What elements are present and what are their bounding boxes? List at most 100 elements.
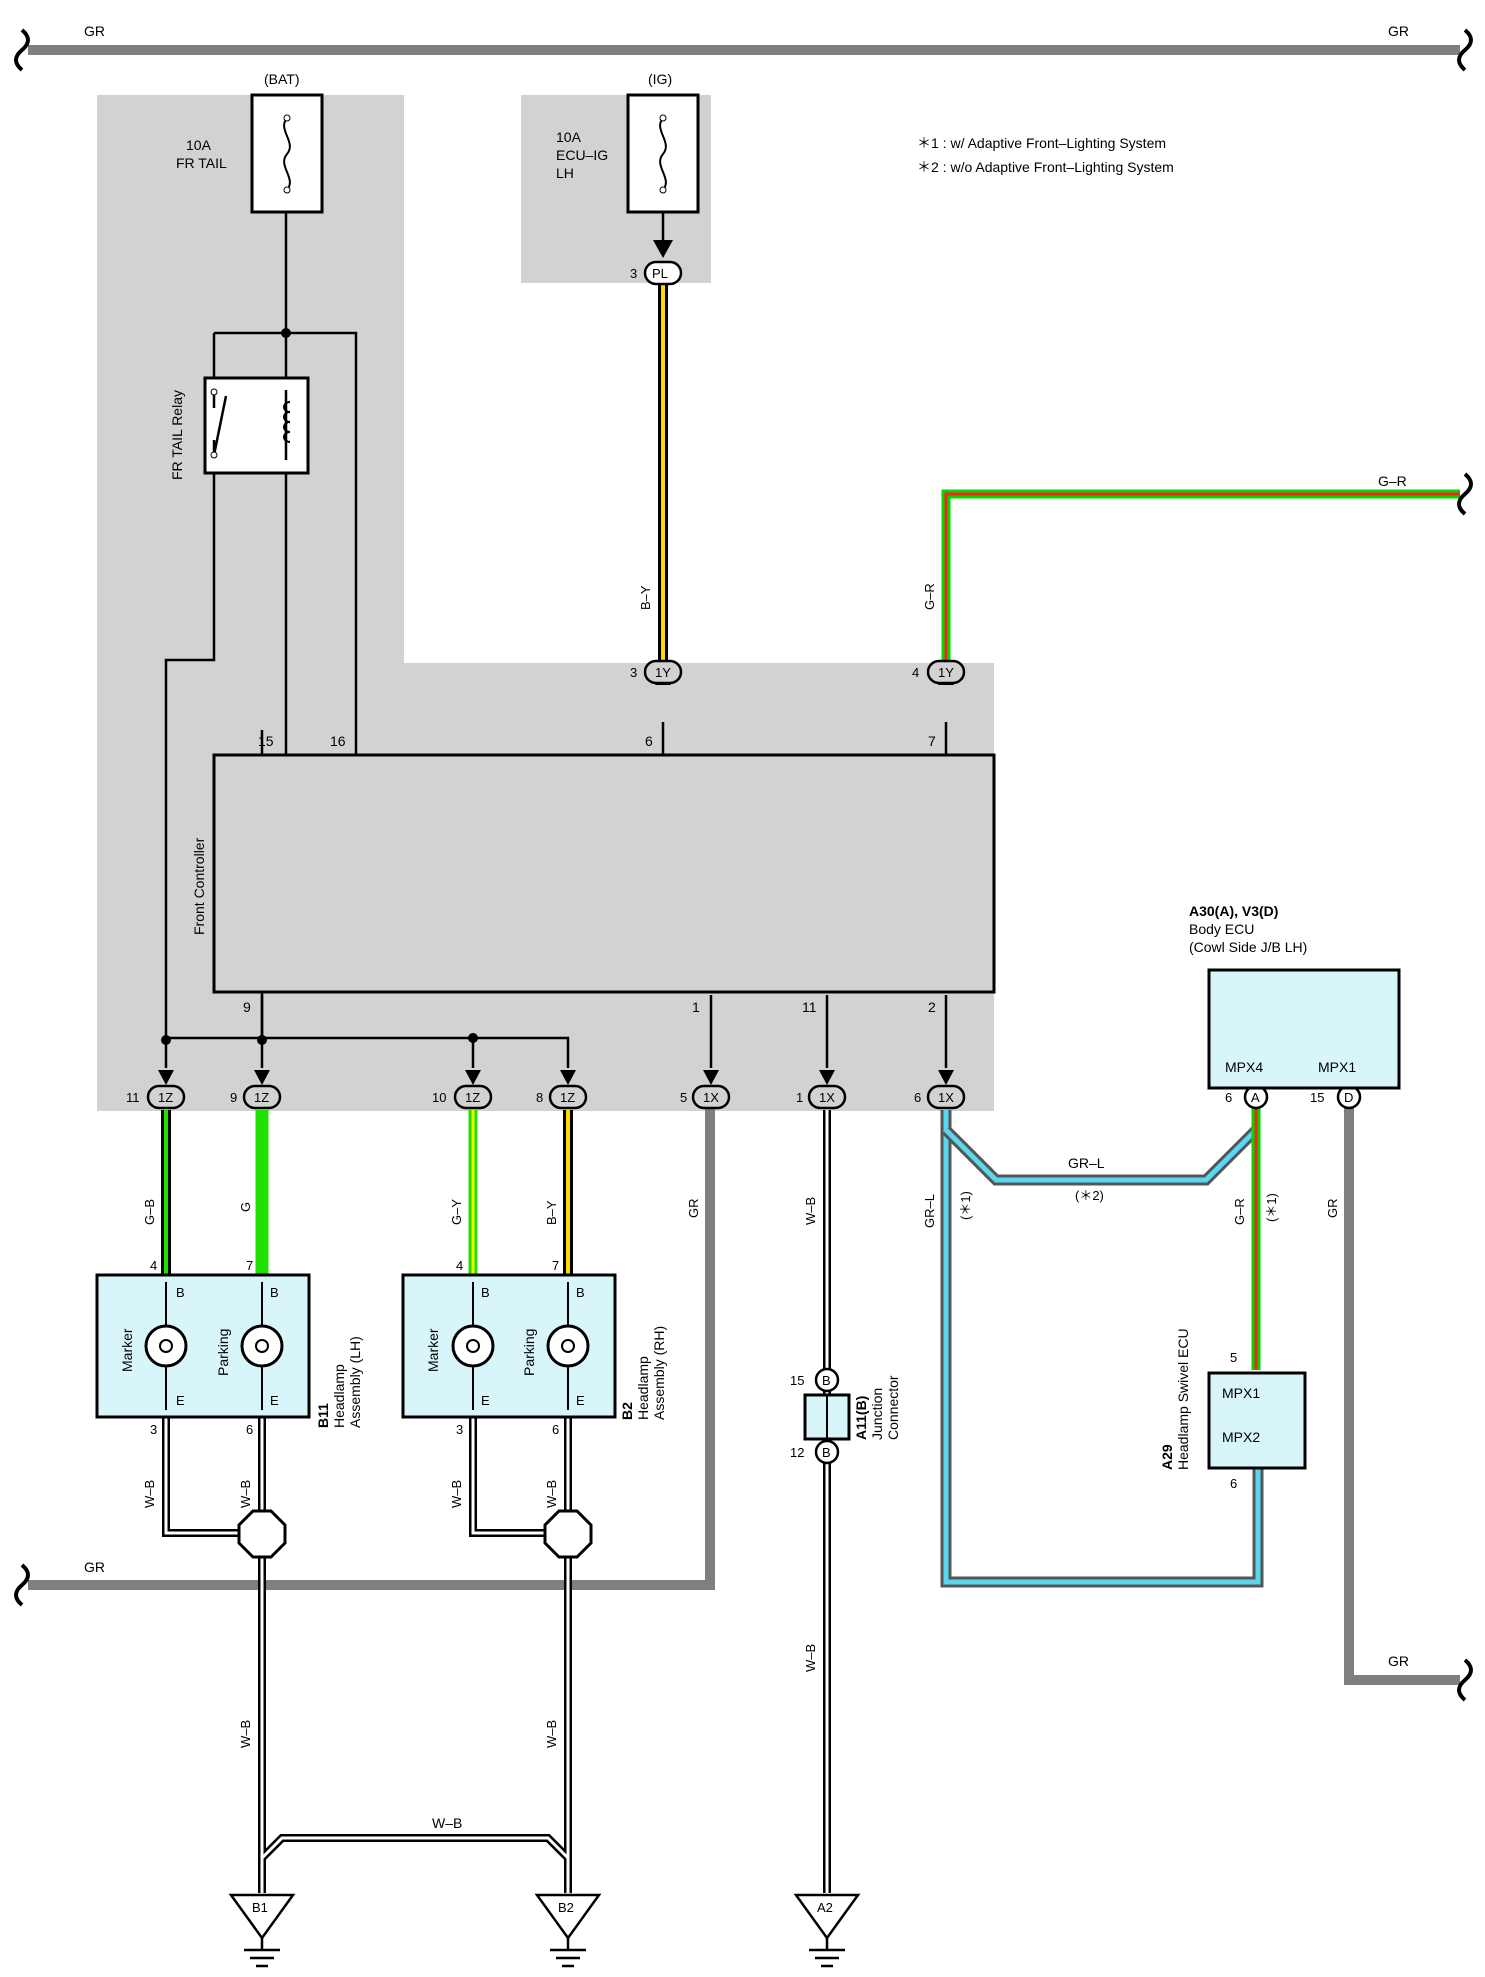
lh-e-2: E xyxy=(270,1393,279,1408)
lh-parking-label: Parking xyxy=(215,1329,231,1376)
rh-e-1: E xyxy=(481,1393,490,1408)
conn-b12-id: B xyxy=(822,1445,831,1460)
conn-1z-11-id: 1Z xyxy=(158,1090,173,1105)
wire-label-w-b-cross: W–B xyxy=(432,1815,462,1831)
swivel-code: A29 xyxy=(1159,1444,1175,1470)
wire-label-w-b-a2: W–B xyxy=(803,1644,818,1672)
fc-pin-2: 2 xyxy=(928,999,936,1015)
conn-b15-pin: 15 xyxy=(790,1373,804,1388)
wire-label-gr-top-left: GR xyxy=(84,23,105,39)
junction-code: A11(B) xyxy=(853,1396,869,1440)
conn-1z-8-id: 1Z xyxy=(560,1090,575,1105)
note-1: ＊1 : w/ Adaptive Front–Lighting System xyxy=(917,135,1166,151)
fc-pin-15: 15 xyxy=(258,733,274,749)
wire-label-g-y: G–Y xyxy=(449,1199,464,1225)
fuse-ecu-ig-amp: 10A xyxy=(556,129,582,145)
conn-1y-b-id: 1Y xyxy=(938,665,954,680)
ground-symbols xyxy=(228,1893,861,1968)
splice-points xyxy=(237,1509,593,1559)
fc-pin-6: 6 xyxy=(645,733,653,749)
conn-1y-a-id: 1Y xyxy=(655,665,671,680)
rh-name2: Assembly (RH) xyxy=(651,1326,667,1420)
front-controller-label: Front Controller xyxy=(191,837,207,935)
conn-pl-id: PL xyxy=(652,266,668,281)
wire-label-w-b-rh6: W–B xyxy=(544,1480,559,1508)
swivel-mpx2: MPX2 xyxy=(1222,1429,1260,1445)
lh-b-2: B xyxy=(270,1285,279,1300)
lh-e-1: E xyxy=(176,1393,185,1408)
wire-label-star1-left: (＊1) xyxy=(958,1191,973,1220)
lh-pin-4: 4 xyxy=(150,1258,157,1273)
wire-label-star2: (＊2) xyxy=(1075,1188,1104,1203)
conn-d-pin: 15 xyxy=(1310,1090,1324,1105)
gr-l-wire-loop xyxy=(940,1110,1264,1588)
wire-label-g-r-right: G–R xyxy=(1378,473,1407,489)
wire-label-w-b-upper: W–B xyxy=(803,1197,818,1225)
fuse-fr-tail-amp: 10A xyxy=(186,137,212,153)
body-ecu-code: A30(A), V3(D) xyxy=(1189,903,1278,919)
conn-a-pin: 6 xyxy=(1225,1090,1232,1105)
wire-label-w-b-b1: W–B xyxy=(238,1720,253,1748)
swivel-pin-5: 5 xyxy=(1230,1350,1237,1365)
fc-pin-1: 1 xyxy=(692,999,700,1015)
fc-pin-7: 7 xyxy=(928,733,936,749)
wire-label-g-r-swivel: G–R xyxy=(1232,1198,1247,1225)
headlamp-lh-box xyxy=(95,1273,311,1419)
rh-name1: Headlamp xyxy=(635,1356,651,1420)
wire-label-gr-top-right: GR xyxy=(1388,23,1409,39)
swivel-name: Headlamp Swivel ECU xyxy=(1175,1328,1191,1470)
fuse-ecu-ig-name2: LH xyxy=(556,165,574,181)
lh-pin-6: 6 xyxy=(246,1422,253,1437)
body-ecu-name: Body ECU xyxy=(1189,921,1254,937)
body-ecu-box xyxy=(1207,968,1401,1090)
fuse-ecu-ig-lh xyxy=(626,93,700,258)
conn-1z-8-pin: 8 xyxy=(536,1090,543,1105)
gr-lower-bus xyxy=(14,1100,715,1607)
headlamp-rh-box xyxy=(401,1273,617,1419)
fuse-fr-tail xyxy=(250,93,324,214)
body-ecu-location: (Cowl Side J/B LH) xyxy=(1189,939,1307,955)
conn-1x-5-pin: 5 xyxy=(680,1090,687,1105)
wire-label-b-y-rh: B–Y xyxy=(544,1200,559,1225)
rh-b-2: B xyxy=(576,1285,585,1300)
wire-label-gr-right: GR xyxy=(1325,1199,1340,1219)
fc-pin-11: 11 xyxy=(802,999,817,1015)
fr-tail-relay xyxy=(203,376,310,475)
ground-b2: B2 xyxy=(558,1900,574,1915)
wire-label-g-r-top: G–R xyxy=(922,583,937,610)
lh-pin-7: 7 xyxy=(246,1258,253,1273)
body-ecu-mpx1: MPX1 xyxy=(1318,1059,1356,1075)
junction-name1: Junction xyxy=(869,1388,885,1440)
wire-label-star1-right: (＊1) xyxy=(1264,1193,1279,1222)
swivel-mpx1: MPX1 xyxy=(1222,1385,1260,1401)
rh-code: B2 xyxy=(619,1402,635,1420)
wire-label-g-b: G–B xyxy=(142,1199,157,1225)
conn-1x-6-id: 1X xyxy=(938,1090,954,1105)
conn-1z-9-pin: 9 xyxy=(230,1090,237,1105)
wire-label-w-b-rh3: W–B xyxy=(449,1480,464,1508)
lh-name2: Assembly (LH) xyxy=(347,1336,363,1428)
gr-mpx1-wire xyxy=(1344,1108,1473,1702)
conn-1x-1-id: 1X xyxy=(819,1090,835,1105)
swivel-ecu-box xyxy=(1207,1371,1307,1470)
lh-name1: Headlamp xyxy=(331,1364,347,1428)
conn-1y-b-pin: 4 xyxy=(912,665,919,680)
note-2: ＊2 : w/o Adaptive Front–Lighting System xyxy=(917,159,1174,175)
conn-b12-pin: 12 xyxy=(790,1445,804,1460)
rh-pin-6: 6 xyxy=(552,1422,559,1437)
source-ig: (IG) xyxy=(648,71,672,87)
g-r-wire-top xyxy=(941,472,1473,672)
wire-label-w-b-lh6: W–B xyxy=(238,1480,253,1508)
conn-1z-9-id: 1Z xyxy=(254,1090,269,1105)
rh-b-1: B xyxy=(481,1285,490,1300)
conn-1z-10-id: 1Z xyxy=(465,1090,480,1105)
wire-label-gr-mid: GR xyxy=(686,1199,701,1219)
source-bat: (BAT) xyxy=(264,71,300,87)
relay-label: FR TAIL Relay xyxy=(169,390,185,480)
rh-e-2: E xyxy=(576,1393,585,1408)
fuse-ecu-ig-name: ECU–IG xyxy=(556,147,608,163)
wire-label-w-b-lh3: W–B xyxy=(142,1480,157,1508)
rh-pin-4: 4 xyxy=(456,1258,463,1273)
